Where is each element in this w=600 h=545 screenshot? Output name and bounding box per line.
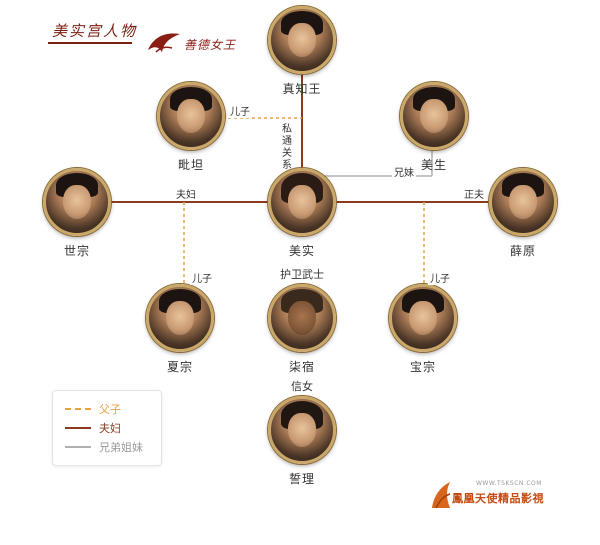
portrait (400, 82, 468, 150)
node-xueyuan[interactable]: 薛原 (488, 168, 558, 259)
portrait (389, 284, 457, 352)
legend-text: 父子 (99, 403, 121, 416)
legend-swatch-sibling (65, 446, 91, 448)
brand-logo: 善德女王 (146, 30, 256, 56)
node-xiazong[interactable]: 夏宗 (145, 284, 215, 375)
node-name: 夏宗 (166, 360, 193, 374)
relation-label-xiazong: 儿子 (190, 270, 214, 285)
legend-swatch-spouse (65, 427, 91, 429)
node-shizong[interactable]: 世宗 (42, 168, 112, 259)
node-bitan[interactable]: 毗坦 (156, 82, 226, 173)
phoenix-logo-icon (432, 482, 451, 509)
footer-brand: 鳳凰天使精品影視 (452, 492, 544, 505)
brand-text: 善德女王 (184, 38, 237, 52)
legend: 父子 夫妇 兄弟姐妹 (52, 390, 162, 466)
node-name: 柒宿 (288, 360, 315, 374)
relation-label-shizong: 夫妇 (174, 186, 198, 201)
relation-label-private: 私通关系 (282, 124, 292, 171)
node-name: 薛原 (509, 244, 536, 258)
portrait (268, 168, 336, 236)
portrait (268, 284, 336, 352)
node-name: 世宗 (63, 244, 90, 258)
node-meisheng[interactable]: 美生 (399, 82, 469, 173)
node-name: 真知王 (282, 82, 322, 96)
relation-label-xueyuan: 正夫 (462, 186, 486, 201)
node-zhenzhi[interactable]: 真知王 (267, 6, 337, 97)
legend-text: 夫妇 (99, 422, 121, 435)
relation-label-bitan: 儿子 (228, 103, 252, 118)
node-name: 美实 (288, 244, 315, 258)
portrait (157, 82, 225, 150)
page-title: 美实宫人物 (52, 22, 138, 40)
node-name: 毗坦 (177, 158, 204, 172)
node-meishi[interactable]: 美实 (267, 168, 337, 259)
footer-url: WWW.TSKSCN.COM (476, 480, 542, 487)
node-name: 宝宗 (409, 360, 436, 374)
role-label: 护卫武士 (280, 268, 324, 281)
node-name: 美生 (420, 158, 447, 172)
title-underline (48, 42, 132, 44)
portrait (146, 284, 214, 352)
relation-label-baozong: 儿子 (428, 270, 452, 285)
node-zheli[interactable]: 信女 誓理 (267, 380, 337, 487)
node-baozong[interactable]: 宝宗 (388, 284, 458, 375)
phoenix-icon (148, 33, 180, 53)
legend-text: 兄弟姐妹 (99, 441, 143, 454)
portrait (43, 168, 111, 236)
legend-swatch-father-son (65, 408, 91, 410)
node-qisu[interactable]: 护卫武士 柒宿 (267, 268, 337, 375)
relation-label-sibling: 兄妹 (392, 164, 416, 179)
role-label: 信女 (291, 380, 313, 393)
portrait (268, 6, 336, 74)
portrait (489, 168, 557, 236)
portrait (268, 396, 336, 464)
node-name: 誓理 (288, 472, 315, 486)
